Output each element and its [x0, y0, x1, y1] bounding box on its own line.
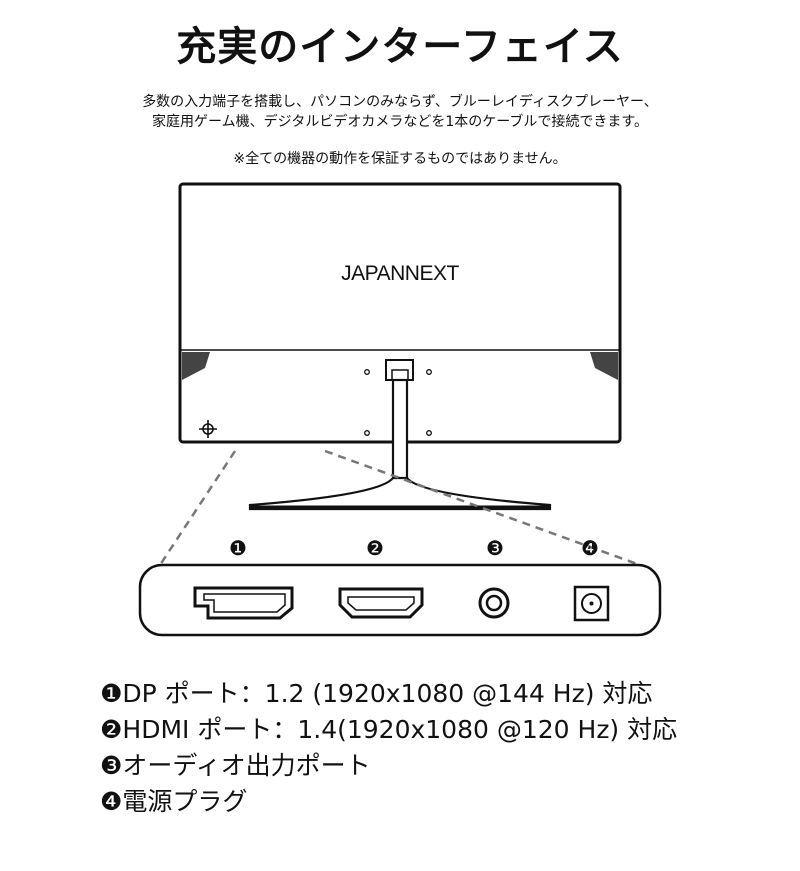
- port-number-4: ❹: [581, 536, 599, 560]
- vesa-hole: [364, 430, 370, 436]
- dc-power-icon: [573, 585, 610, 622]
- spec-list: ❶DP ポート：1.2 (1920x1080 @144 Hz) 対応 ❷HDMI…: [100, 676, 677, 820]
- port-number-2: ❷: [366, 536, 384, 560]
- vesa-hole: [426, 369, 432, 375]
- disclaimer-note: ※全ての機器の動作を保証するものではありません。: [233, 151, 567, 167]
- left-vent: [182, 352, 210, 380]
- hdmi-icon: [338, 587, 424, 619]
- audio-jack-icon: [478, 587, 510, 619]
- port-number-1: ❶: [229, 536, 247, 560]
- vesa-hole: [426, 430, 432, 436]
- description-line-2: 家庭用ゲーム機、デジタルビデオカメラなどを1本のケーブルで接続できます。: [152, 114, 648, 130]
- joystick-button-icon: [199, 420, 217, 438]
- spec-displayport: ❶DP ポート：1.2 (1920x1080 @144 Hz) 対応: [100, 679, 653, 708]
- page-title: 充実のインターフェイス: [176, 24, 624, 70]
- spec-hdmi: ❷HDMI ポート：1.4(1920x1080 @120 Hz) 対応: [100, 715, 678, 744]
- vesa-hole: [364, 369, 370, 375]
- monitor-stand: [248, 359, 552, 511]
- right-vent: [590, 352, 618, 380]
- monitor-brand-logo: JAPANNEXT: [341, 262, 459, 285]
- monitor-back: [178, 182, 622, 444]
- displayport-icon: [193, 586, 294, 620]
- description: 多数の入力端子を搭載し、パソコンのみならず、ブルーレイディスクプレーヤー、 家庭…: [0, 92, 800, 132]
- description-line-1: 多数の入力端子を搭載し、パソコンのみならず、ブルーレイディスクプレーヤー、: [142, 94, 658, 110]
- spec-power-plug: ❹電源プラグ: [100, 787, 248, 816]
- callout-line-left: [158, 450, 237, 566]
- spec-audio-output: ❸オーディオ出力ポート: [100, 751, 371, 780]
- port-number-3: ❸: [486, 536, 504, 560]
